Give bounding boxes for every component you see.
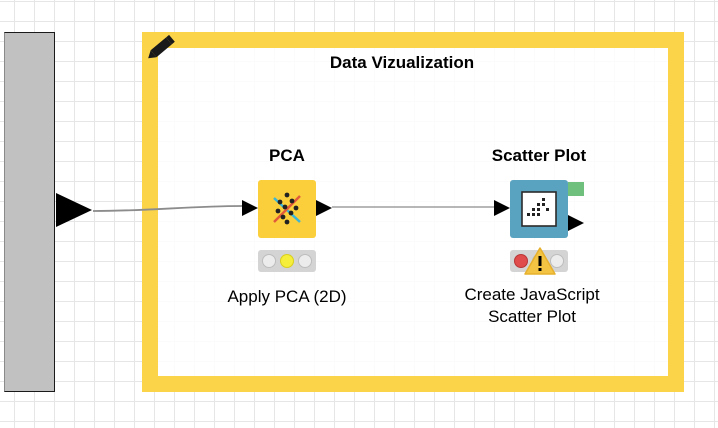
- scatter-plot-icon: [521, 191, 557, 227]
- pca-icon: [273, 192, 301, 225]
- pca-node[interactable]: [258, 180, 316, 238]
- scatter-output-port[interactable]: [568, 215, 584, 231]
- pca-output-port[interactable]: [316, 200, 332, 216]
- pca-node-description[interactable]: Apply PCA (2D): [227, 287, 347, 306]
- status-light-green: [550, 254, 564, 268]
- scatter-description-line-1: Create JavaScript: [464, 285, 600, 304]
- pca-input-port[interactable]: [242, 200, 258, 216]
- status-light-green: [298, 254, 312, 268]
- annotation-title: Data Vizualization: [329, 53, 475, 72]
- scatter-description-line-2: Scatter Plot: [488, 307, 576, 326]
- scatter-node-title[interactable]: Scatter Plot: [491, 146, 587, 165]
- status-light-red: [514, 254, 528, 268]
- status-light-yellow: [280, 254, 294, 268]
- scatter-view-output-port[interactable]: [568, 182, 584, 196]
- pca-node-title[interactable]: PCA: [269, 146, 305, 165]
- scatter-input-port[interactable]: [494, 200, 510, 216]
- port-bar-output-port[interactable]: [56, 193, 92, 227]
- connection-portbar-to-pca: [92, 205, 243, 212]
- workflow-annotation[interactable]: [142, 32, 684, 392]
- scatter-plot-node[interactable]: [510, 180, 568, 238]
- pca-status-traffic-light: [258, 250, 316, 272]
- metanode-input-port-bar[interactable]: [4, 32, 55, 392]
- status-light-red: [262, 254, 276, 268]
- warning-icon[interactable]: [523, 246, 557, 276]
- pencil-icon[interactable]: [143, 33, 177, 65]
- scatter-node-description[interactable]: Create JavaScript Scatter Plot: [442, 284, 622, 328]
